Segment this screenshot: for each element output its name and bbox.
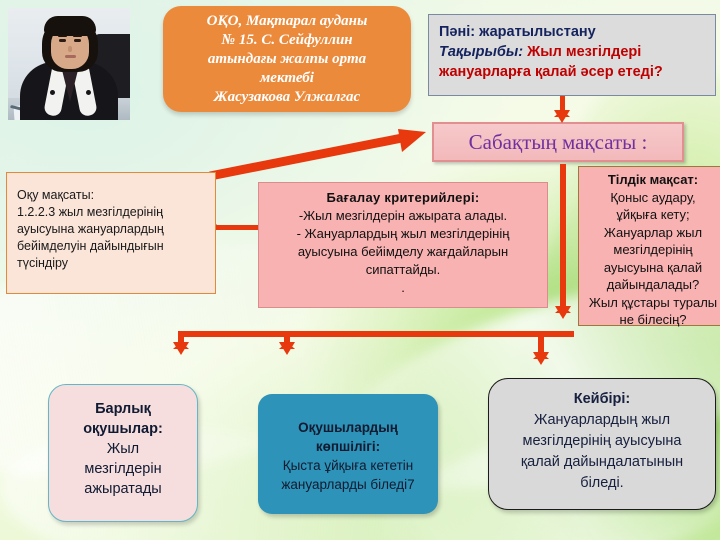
language-objective-title: Тілдік мақсат:	[607, 172, 699, 187]
some-students-title: Кейбірі:	[573, 391, 631, 407]
language-objective-box: Тілдік мақсат: Қоныс аудару, ұйқыға кету…	[578, 166, 720, 327]
connector-drop-left	[178, 331, 184, 345]
teacher-photo	[8, 8, 130, 120]
some-students-line-3: қалай дайындалатынын	[520, 454, 684, 470]
topic-line: Тақырыбы: Жыл мезгілдері	[439, 42, 707, 62]
some-students-line-2: мезгілдерінің ауысуына	[522, 433, 682, 449]
assessment-criteria-line-3: ауысуына бейімделу жағдайларын	[297, 244, 509, 259]
lesson-goal-header: Сабақтың мақсаты :	[432, 122, 684, 162]
most-students-title-line-1: Оқушылардың	[298, 420, 398, 435]
language-objective-line-7: Жыл құстары туралы	[588, 294, 718, 310]
school-title-line-2: № 15. С. Сейфуллин	[221, 31, 353, 48]
arrow-to-all-box	[173, 342, 189, 355]
school-title-box: ОҚО, Мақтарал ауданы № 15. С. Сейфуллин …	[163, 6, 411, 112]
some-students-line-1: Жануарлардың жыл	[533, 412, 671, 428]
connector-drop-center	[284, 331, 290, 345]
assessment-criteria-line-1: -Жыл мезгілдерін ажырата алады.	[298, 208, 508, 223]
language-objective-line-4: мезгілдерінің	[613, 242, 693, 257]
school-title-line-1: ОҚО, Мақтарал ауданы	[206, 12, 368, 29]
school-title-line-4: мектебі	[260, 69, 314, 86]
all-students-title-line-2: оқушылар:	[83, 421, 163, 437]
school-title-author: Жасузакова Улжалгас	[213, 88, 361, 105]
language-objective-line-8: не білесің?	[619, 312, 687, 327]
most-students-title-line-2: көпшілігі:	[315, 439, 381, 454]
language-objective-line-5: ауысуына қалай	[603, 259, 703, 275]
assessment-criteria-title: Бағалау критерийлері:	[326, 190, 480, 205]
most-students-box: Оқушылардың көпшілігі: Қыста ұйқыға кете…	[258, 394, 438, 514]
subject-topic-box: Пәні: жаратылыстану Тақырыбы: Жыл мезгіл…	[428, 14, 716, 96]
arrow-goal-spine-down	[555, 306, 571, 319]
all-students-line-3: ажыратады	[84, 481, 162, 497]
assessment-criteria-line-2: - Жануарлардың жыл мезгілдерінің	[296, 226, 510, 241]
connector-goal-spine	[560, 164, 566, 314]
connector-criteria-to-learning	[212, 225, 258, 230]
learning-objective-body: 1.2.2.3 жыл мезгілдерінің ауысуына жануа…	[17, 205, 164, 270]
assessment-criteria-line-4: сипаттайды.	[365, 262, 441, 277]
topic-value-part-2: жануарларға қалай әсер етеді?	[439, 64, 663, 80]
assessment-criteria-line-5: .	[401, 280, 405, 295]
assessment-criteria-box: Бағалау критерийлері: -Жыл мезгілдерін а…	[258, 182, 548, 308]
most-students-line-2: жануарларды біледі7	[281, 477, 415, 492]
connector-horizontal-bar	[178, 331, 574, 337]
learning-objective-box: Оқу мақсаты: 1.2.2.3 жыл мезгілдерінің а…	[6, 172, 216, 294]
language-objective-line-2: ұйқыға кету;	[616, 207, 690, 222]
topic-label: Тақырыбы:	[439, 44, 524, 60]
some-students-line-4: біледі.	[580, 475, 624, 491]
all-students-line-1: Жыл	[106, 441, 140, 457]
connector-drop-right	[538, 331, 544, 355]
all-students-title-line-1: Барлық	[95, 401, 151, 417]
arrow-subject-to-goal	[554, 110, 570, 123]
language-objective-line-6: дайындалады?	[606, 277, 700, 292]
arrow-to-most-box	[279, 342, 295, 355]
language-objective-line-1: Қоныс аудару,	[610, 189, 696, 205]
topic-value-part-1: Жыл мезгілдері	[523, 44, 642, 60]
all-students-line-2: мезгілдерін	[84, 461, 162, 477]
language-objective-line-3: Жануарлар жыл	[603, 224, 703, 240]
learning-objective-title: Оқу мақсаты:	[17, 188, 95, 202]
some-students-box: Кейбірі: Жануарлардың жыл мезгілдерінің …	[488, 378, 716, 510]
arrow-criteria-to-goal	[209, 129, 426, 180]
subject-line: Пәні: жаратылыстану	[439, 24, 596, 40]
most-students-line-1: Қыста ұйқыға кететін	[282, 458, 414, 473]
all-students-box: Барлық оқушылар: Жыл мезгілдерін ажырата…	[48, 384, 198, 522]
lesson-goal-label: Сабақтың мақсаты :	[468, 129, 648, 154]
arrow-to-some-box	[533, 352, 549, 365]
school-title-line-3: атындағы жалпы орта	[207, 50, 367, 67]
connector-subject-to-goal	[560, 96, 565, 114]
